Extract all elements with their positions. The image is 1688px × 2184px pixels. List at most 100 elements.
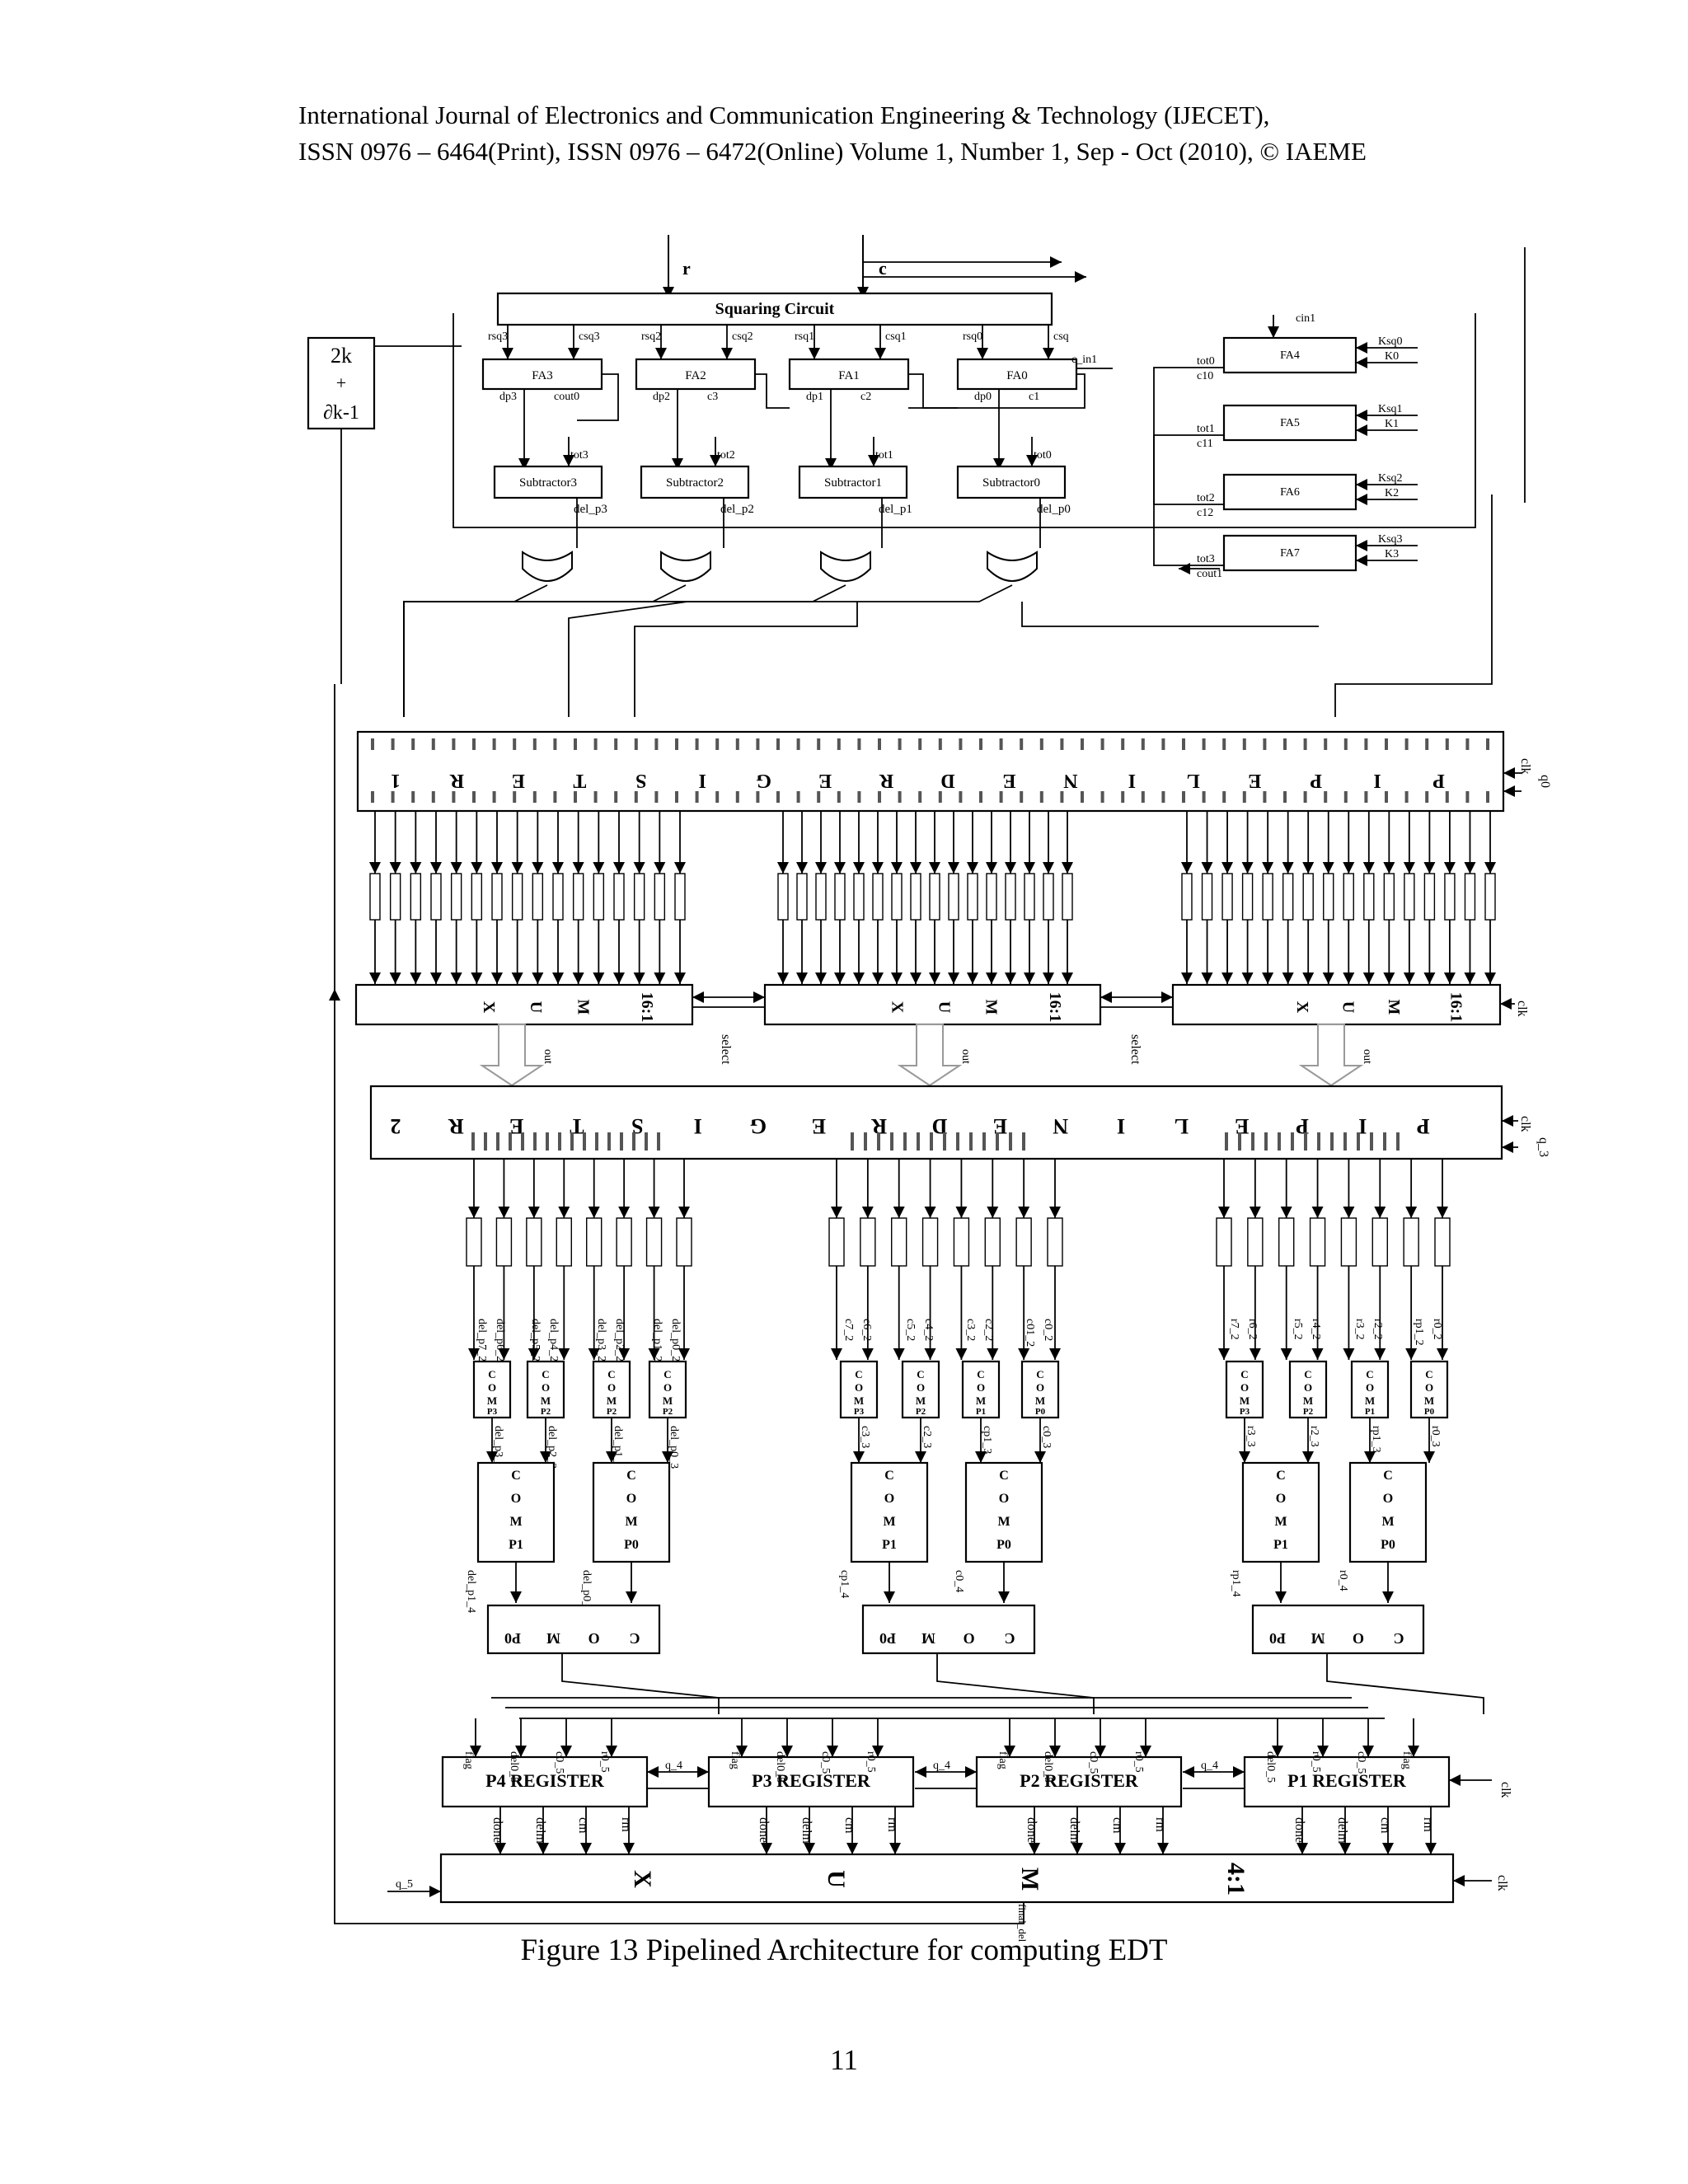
pr1-tick-top	[574, 738, 577, 750]
fa-label-fa1: FA1	[838, 369, 860, 382]
subtractor-out-1: del_p2	[720, 503, 754, 516]
or-gate-3	[987, 551, 1038, 582]
p-register-out-0-0: done	[490, 1817, 504, 1843]
arrow-head	[1233, 1766, 1245, 1778]
comp-small-id-4: P3	[854, 1407, 865, 1417]
pr1-tick-top	[979, 738, 982, 750]
k-block-line1: 2k	[331, 344, 352, 368]
pr2-tick	[607, 1132, 611, 1151]
fa-right-carry-2: c12	[1197, 507, 1213, 519]
pr1-tick-bottom	[898, 791, 902, 803]
bit-buffer	[1221, 873, 1233, 921]
arrow-head	[678, 1348, 690, 1360]
arrow-head	[1241, 862, 1254, 874]
arrow-head	[618, 1207, 631, 1218]
bit-buffer-2	[1015, 1217, 1032, 1267]
bit-buffer	[450, 873, 462, 921]
comp-small-letter: O	[663, 1381, 672, 1394]
arrow-head	[1364, 1451, 1376, 1463]
bit-buffer	[593, 873, 605, 921]
comp-small-letter: O	[1425, 1381, 1433, 1394]
arrow-head	[1024, 862, 1035, 874]
arrow-head	[1356, 424, 1367, 436]
pr1-tick-bottom	[1202, 791, 1206, 803]
bit-buffer	[986, 873, 997, 921]
fa-in-b-1: csq2	[732, 330, 753, 343]
pr1-tick-top	[1425, 738, 1429, 750]
p-register-in-0-3: r0_5	[598, 1751, 611, 1773]
arrow-head	[1100, 991, 1112, 1003]
arrow-head	[1484, 972, 1496, 984]
arrow-head	[1322, 862, 1334, 874]
pr2-tick	[546, 1132, 549, 1151]
bit-buffer	[1062, 873, 1073, 921]
arrow-head	[1423, 1451, 1435, 1463]
comp-small-10	[1350, 1360, 1390, 1419]
arrow-head	[1280, 1348, 1292, 1360]
fa-right-in-b-0: K0	[1385, 350, 1399, 363]
bit-buffer	[511, 873, 523, 921]
bit-buffer	[967, 873, 978, 921]
arrow-head	[1275, 1591, 1287, 1603]
arrow-head	[1464, 972, 1476, 984]
arrow-head	[486, 1451, 498, 1463]
fa-right-carry-1: c11	[1197, 438, 1213, 450]
arrow-head	[1403, 972, 1415, 984]
pr2-tick	[570, 1132, 574, 1151]
pr2-letter: E	[1235, 1114, 1249, 1138]
pr1-tick-top	[654, 738, 659, 750]
header-line-1: International Journal of Electronics and…	[298, 101, 1270, 129]
arrow-head	[511, 972, 523, 984]
arrow-head	[1322, 972, 1334, 984]
arrow-head	[1005, 972, 1016, 984]
q4-label-0: q_4	[665, 1760, 682, 1772]
pr1-letter: I	[1373, 770, 1381, 791]
arrow-head	[831, 1348, 842, 1360]
mux16-letter: X	[480, 1001, 498, 1014]
p-register-1	[707, 1755, 915, 1808]
pr1-tick-bottom	[1283, 791, 1287, 803]
arrow-head	[955, 1207, 968, 1218]
p-register-in-3-1: r0_5	[1310, 1751, 1322, 1773]
arrow-head	[1280, 1207, 1292, 1218]
arrow-head	[1239, 1451, 1250, 1463]
fa-right-tot-0: tot0	[1197, 355, 1215, 368]
comp-small-in-a-7: c01_2	[1024, 1319, 1036, 1347]
arrow-head	[1004, 1746, 1015, 1757]
bit-buffer-2	[1309, 1217, 1326, 1267]
fa-label-fa6: FA6	[1280, 486, 1300, 499]
comp-small-in-a-9: r5_2	[1292, 1319, 1304, 1340]
subtractor-out-2: del_p1	[879, 503, 912, 516]
p-register-out-2-1: delm	[1067, 1817, 1081, 1844]
comp-small-letter: M	[487, 1394, 497, 1407]
bit-buffer	[674, 873, 686, 921]
arrow-head	[710, 455, 721, 466]
comp-mid-letter: O	[999, 1492, 1009, 1506]
comp-mid-letter: O	[884, 1492, 894, 1506]
arrow-head	[1503, 767, 1515, 779]
pr1-tick-bottom	[1263, 791, 1267, 803]
arrow-head	[967, 972, 978, 984]
comp-mid-3	[964, 1461, 1043, 1563]
comp-small-letter: C	[977, 1368, 984, 1380]
pr2-tick	[595, 1132, 598, 1151]
comp-mid-out-1: del_p0_4	[580, 1570, 593, 1613]
arrow-head	[1181, 862, 1193, 874]
arrow-head	[1437, 1207, 1448, 1218]
comp-small-11	[1409, 1360, 1449, 1419]
wire-tot-1	[1153, 434, 1224, 445]
p-register-in-1-0: flag	[729, 1751, 741, 1769]
comp-small-out-4: c3_3	[859, 1426, 871, 1448]
pr1-tick-top	[1242, 738, 1246, 750]
pr1-tick-bottom	[1343, 791, 1348, 803]
comp-small-letter: O	[1240, 1381, 1249, 1394]
comp-small-out-10: rp1_3	[1370, 1426, 1382, 1453]
bit-buffer	[1383, 873, 1395, 921]
comp-small-letter: C	[1425, 1368, 1432, 1380]
pr1-tick-bottom	[1161, 791, 1165, 803]
comp-mid-letter: M	[509, 1515, 522, 1529]
pr1-tick-top	[1385, 738, 1388, 750]
pr1-tick-bottom	[1141, 791, 1145, 803]
pr1-tick-top	[1100, 738, 1104, 750]
arrow-head	[369, 862, 381, 874]
